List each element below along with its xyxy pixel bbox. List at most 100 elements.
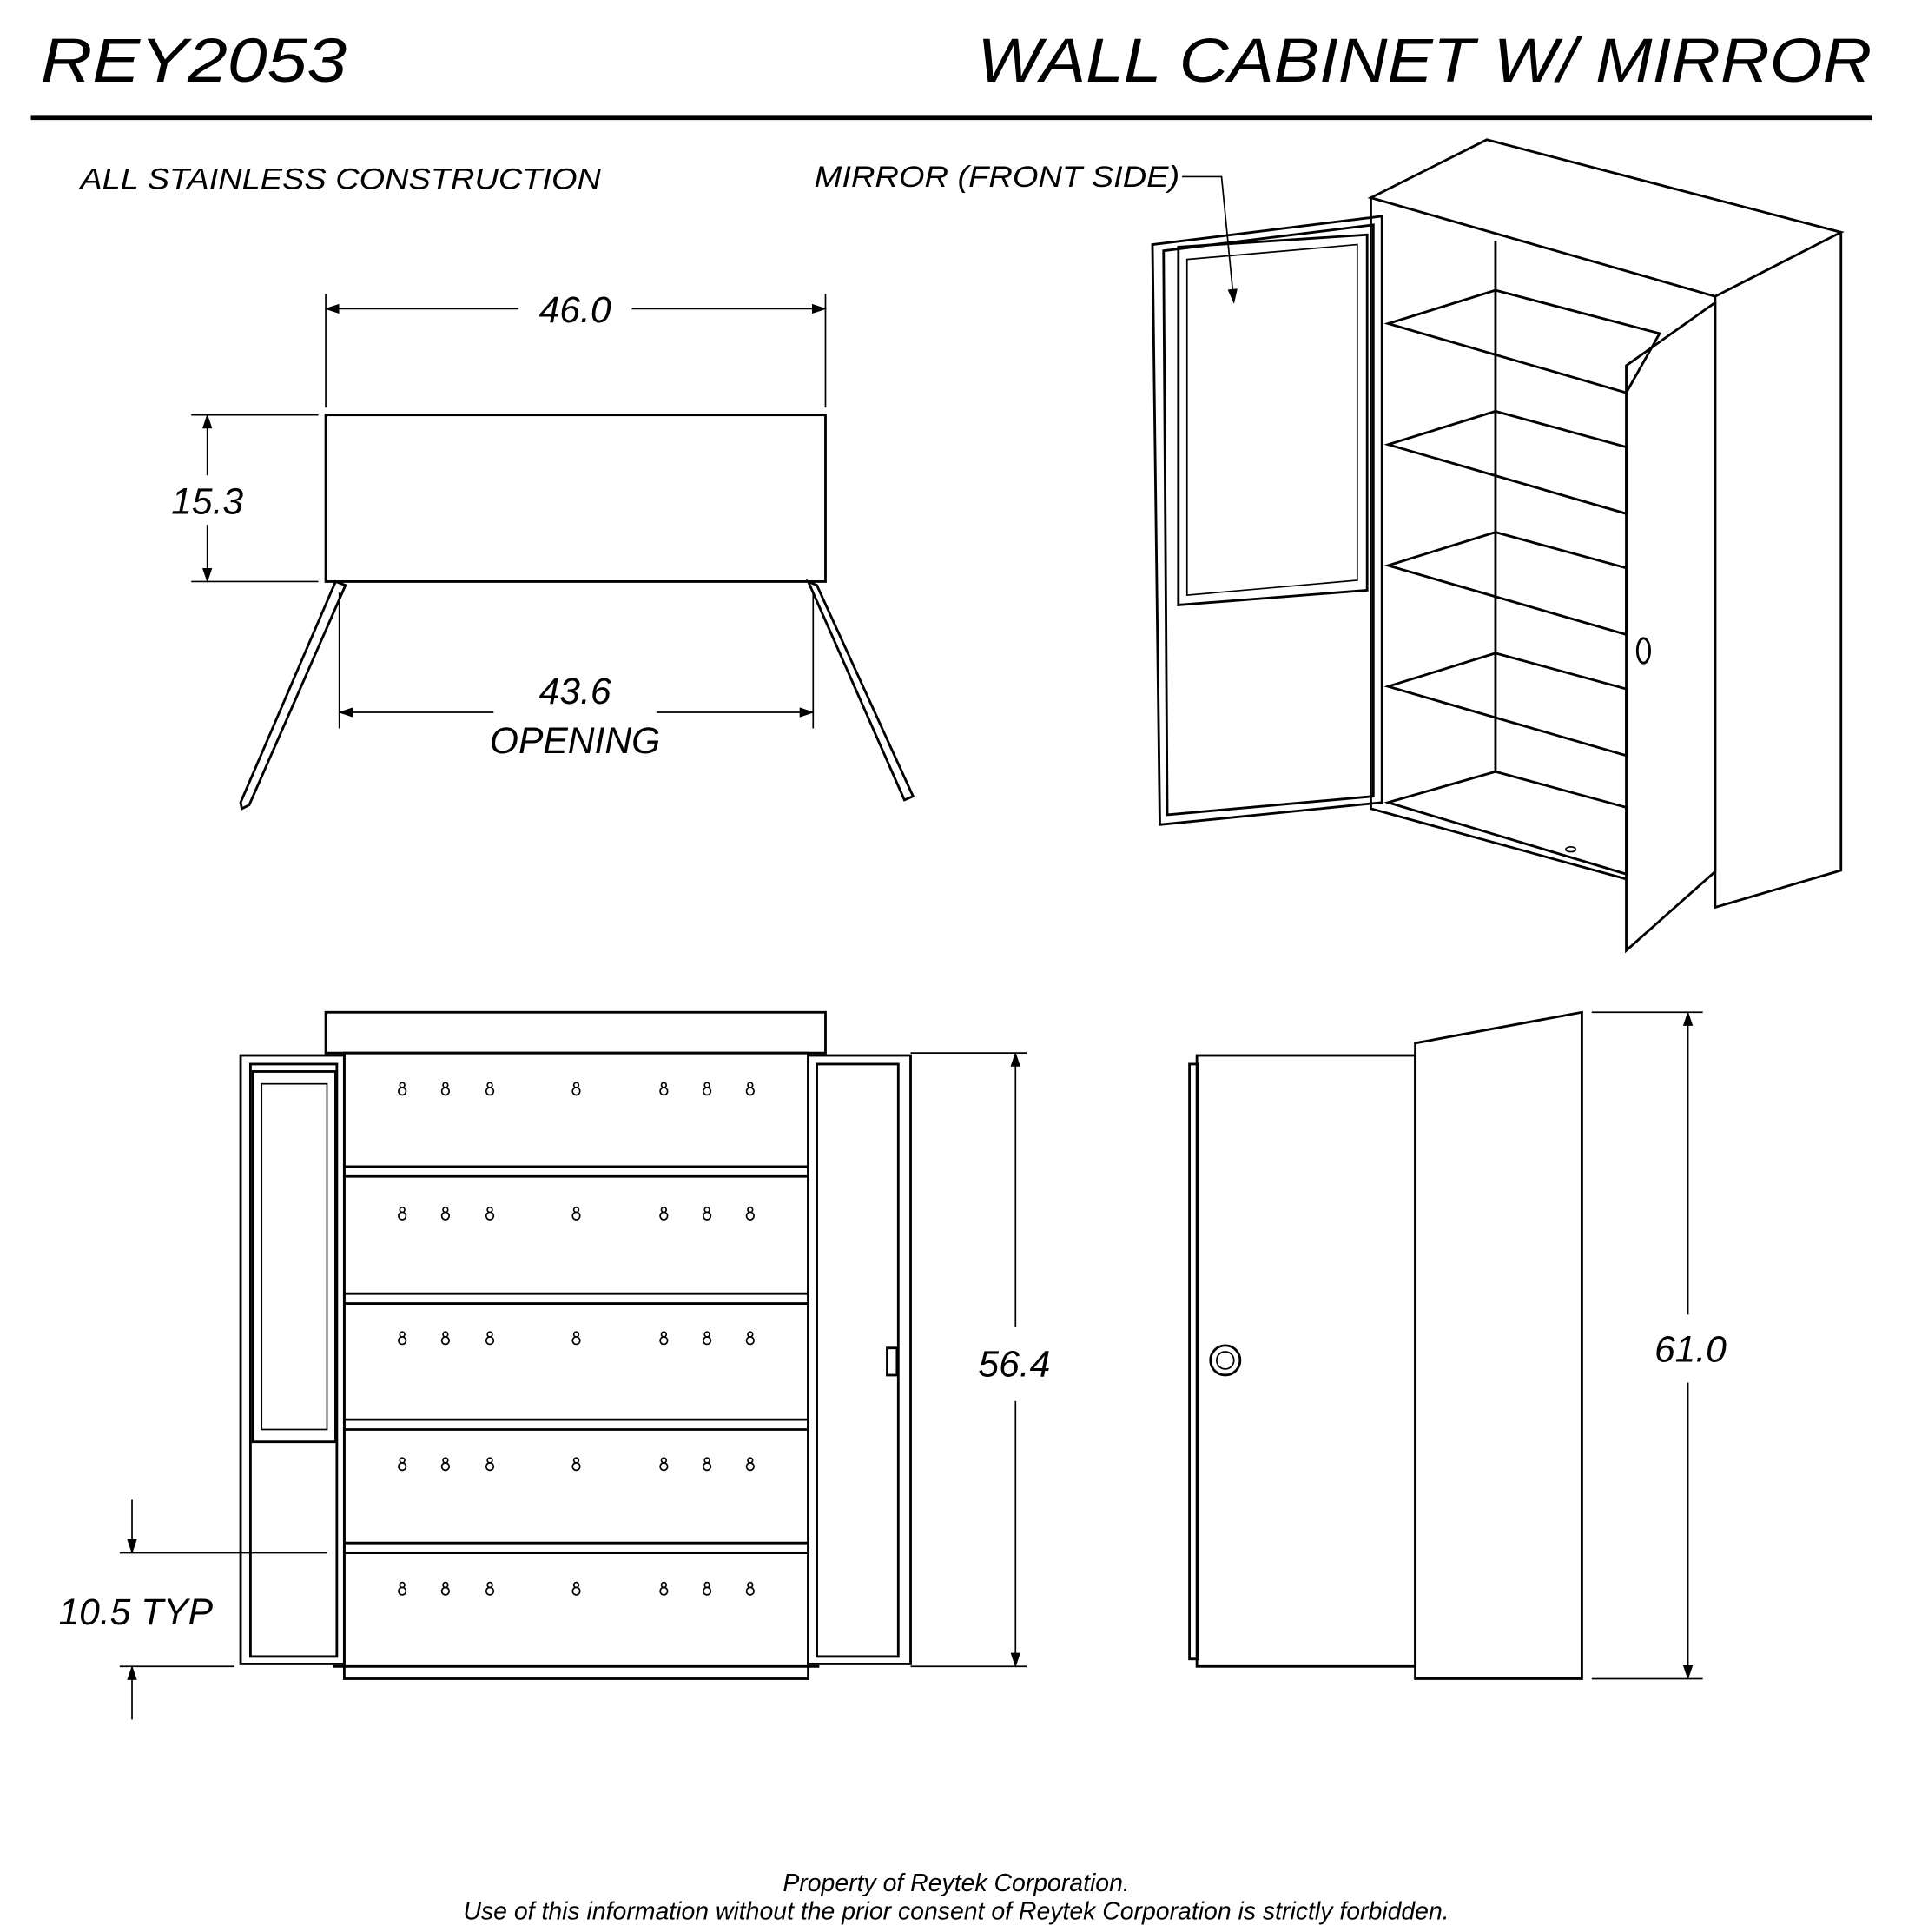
part-number: REY2053 <box>41 27 347 96</box>
keyhole-slot <box>702 1087 712 1096</box>
lock-icon <box>1635 637 1651 665</box>
keyhole-slot-top <box>703 1082 710 1088</box>
side-view: 61.0 <box>1188 1010 1727 1680</box>
keyhole-slot <box>398 1211 407 1221</box>
keyhole-slot <box>702 1211 712 1221</box>
keyhole-slot-top <box>572 1457 580 1464</box>
keyhole-slot <box>571 1461 581 1472</box>
keyhole-slot-top <box>572 1082 580 1088</box>
front-view: 56.4 10.5 TYP <box>58 1010 1050 1720</box>
keyhole-slot <box>745 1211 755 1221</box>
keyhole-slot-top <box>703 1331 710 1338</box>
footer-line-1: Property of Reytek Corporation. <box>783 1869 1129 1897</box>
keyhole-slot-top <box>747 1457 754 1464</box>
keyhole-slot <box>702 1586 712 1596</box>
keyhole-slots <box>398 1082 755 1596</box>
keyhole-slot-top <box>572 1581 580 1589</box>
opening-dimension: 43.6 <box>539 671 611 712</box>
keyhole-slot <box>659 1336 669 1346</box>
keyhole-slot-top <box>399 1206 406 1214</box>
keyhole-slot <box>485 1461 495 1472</box>
keyhole-slot-top <box>660 1082 668 1088</box>
keyhole-slot <box>398 1087 407 1096</box>
keyhole-slot-top <box>660 1206 668 1214</box>
keyhole-slot <box>745 1087 755 1096</box>
keyhole-slot-top <box>572 1206 580 1214</box>
keyhole-slot-top <box>486 1331 493 1338</box>
keyhole-slot <box>571 1586 581 1596</box>
door-side <box>1195 1054 1417 1668</box>
mirror-panel <box>1177 233 1369 606</box>
lock-icon <box>1209 1344 1242 1377</box>
keyhole-slot <box>571 1211 581 1221</box>
keyhole-slot-top <box>747 1082 754 1088</box>
isometric-view <box>1151 138 1845 954</box>
construction-note: ALL STAINLESS CONSTRUCTION <box>78 163 601 196</box>
shelf-spacing-dimension: 10.5 TYP <box>58 1591 213 1633</box>
keyhole-slot-top <box>442 1581 449 1589</box>
right-door-iso <box>1625 300 1717 954</box>
keyhole-slot <box>398 1461 407 1472</box>
keyhole-slot <box>485 1087 495 1096</box>
keyhole-slot-top <box>442 1457 449 1464</box>
keyhole-slot <box>659 1586 669 1596</box>
keyhole-slot-top <box>399 1457 406 1464</box>
keyhole-slot-top <box>747 1331 754 1338</box>
left-door-open <box>239 579 347 811</box>
cabinet-side <box>1414 1010 1583 1680</box>
keyhole-slot <box>440 1336 451 1346</box>
right-door-front <box>807 1054 912 1665</box>
mirror-front <box>251 1070 337 1444</box>
keyhole-slot-top <box>486 1457 493 1464</box>
height-dimension: 56.4 <box>978 1343 1050 1385</box>
keyhole-slot-top <box>703 1457 710 1464</box>
depth-dimension: 15.3 <box>171 480 243 522</box>
width-dimension: 46.0 <box>539 289 611 331</box>
left-door-iso <box>1151 215 1383 826</box>
right-door-open <box>805 579 915 802</box>
keyhole-slot-top <box>442 1206 449 1214</box>
drawing-title: WALL CABINET W/ MIRROR <box>977 27 1872 96</box>
top-view: 46.0 15.3 43.6 OPENING <box>171 289 915 811</box>
keyhole-slot <box>702 1336 712 1346</box>
keyhole-slot <box>440 1586 451 1596</box>
keyhole-slot <box>571 1336 581 1346</box>
keyhole-slot <box>745 1461 755 1472</box>
keyhole-slot-top <box>703 1206 710 1214</box>
keyhole-slot-top <box>486 1206 493 1214</box>
keyhole-slot <box>440 1087 451 1096</box>
keyhole-slot-top <box>572 1331 580 1338</box>
keyhole-slot-top <box>747 1206 754 1214</box>
keyhole-slot-top <box>660 1331 668 1338</box>
keyhole-slot <box>745 1586 755 1596</box>
keyhole-slot-top <box>442 1331 449 1338</box>
footer-line-2: Use of this information without the prio… <box>463 1898 1449 1926</box>
keyhole-slot-top <box>660 1581 668 1589</box>
keyhole-slot <box>702 1461 712 1472</box>
keyhole-slot-top <box>703 1581 710 1589</box>
keyhole-slot-top <box>747 1581 754 1589</box>
keyhole-slot <box>485 1211 495 1221</box>
keyhole-slot <box>659 1211 669 1221</box>
opening-label: OPENING <box>490 720 661 762</box>
keyhole-slot <box>745 1336 755 1346</box>
mirror-callout: MIRROR (FRONT SIDE) <box>815 161 1180 194</box>
keyhole-slot <box>659 1461 669 1472</box>
keyhole-slot-top <box>486 1082 493 1088</box>
mirror-leader <box>1182 175 1238 304</box>
keyhole-slot-top <box>486 1581 493 1589</box>
keyhole-slot-top <box>442 1082 449 1088</box>
keyhole-slot <box>485 1586 495 1596</box>
keyhole-slot-top <box>399 1581 406 1589</box>
keyhole-slot <box>398 1336 407 1346</box>
keyhole-slot <box>485 1336 495 1346</box>
keyhole-slot <box>440 1461 451 1472</box>
keyhole-slot-top <box>660 1457 668 1464</box>
left-door-front <box>239 1054 346 1665</box>
keyhole-slot <box>571 1087 581 1096</box>
keyhole-slot <box>440 1211 451 1221</box>
overall-height-dimension: 61.0 <box>1654 1328 1727 1370</box>
keyhole-slot-top <box>399 1331 406 1338</box>
keyhole-slot <box>398 1586 407 1596</box>
